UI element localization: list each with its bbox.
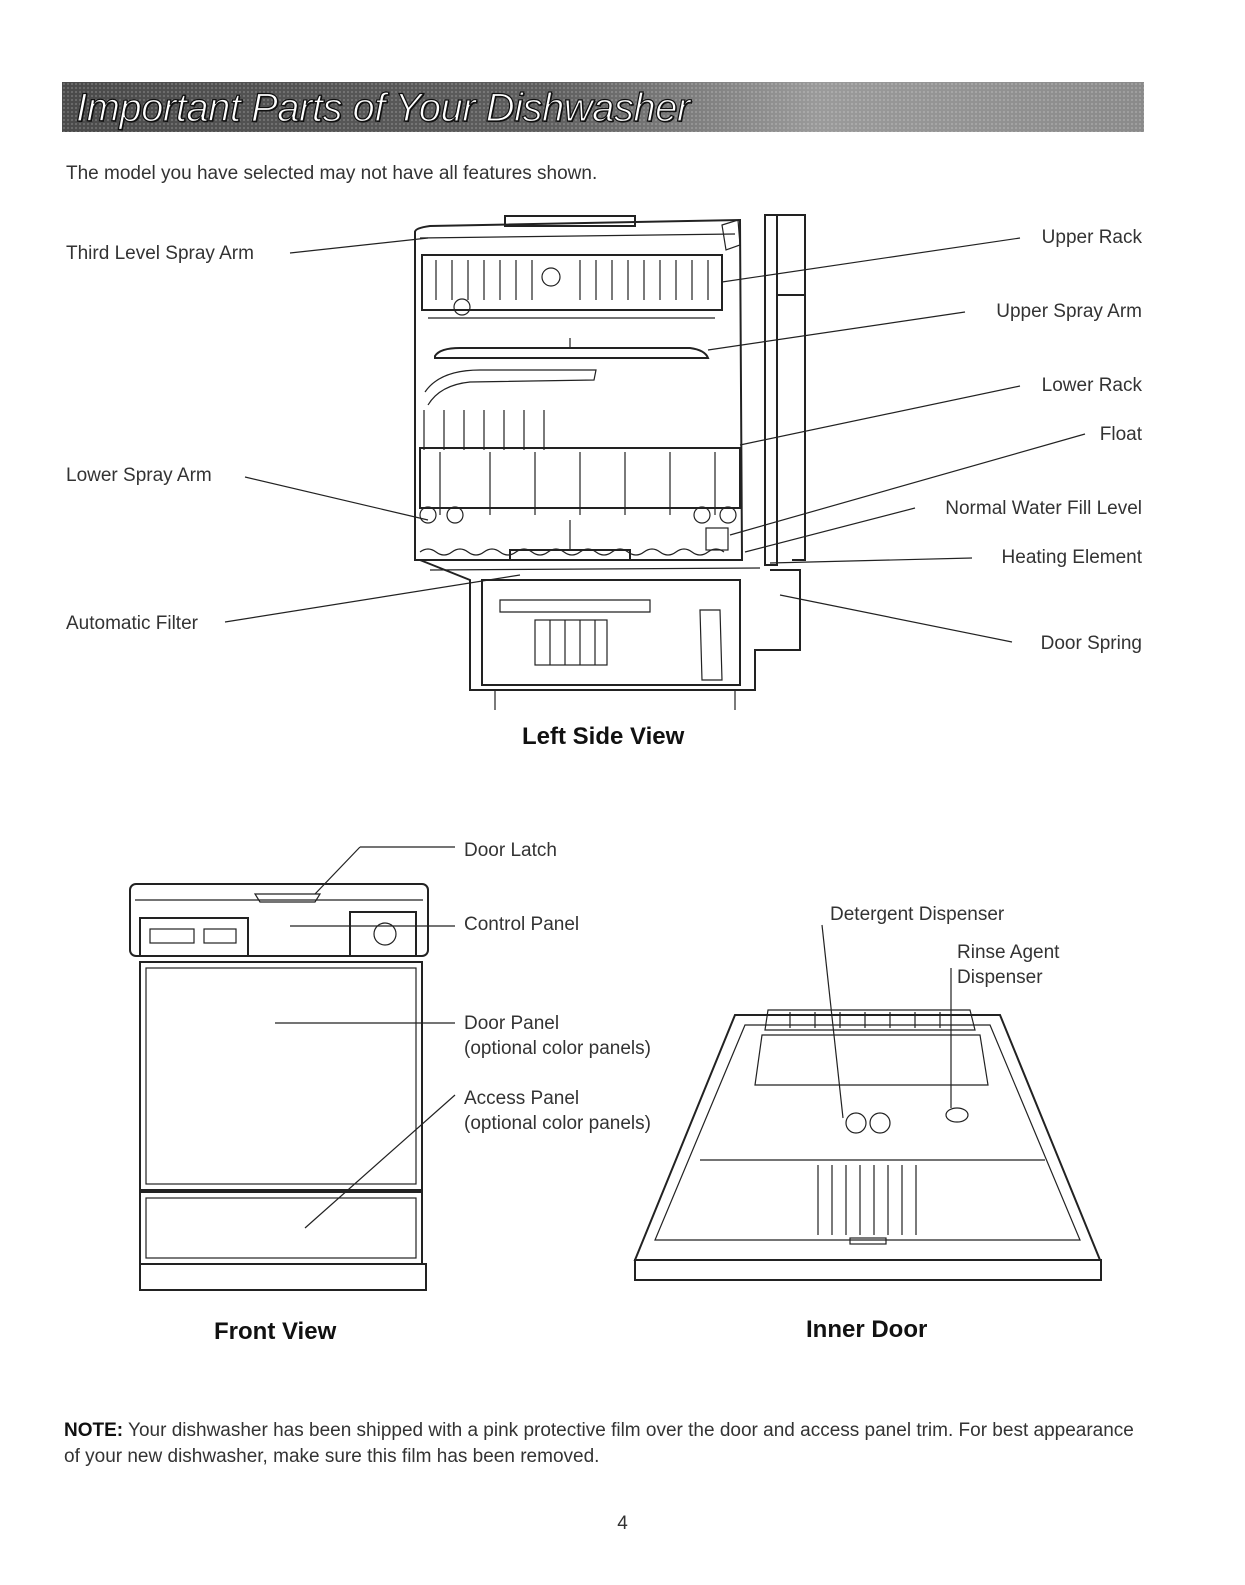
label-lower-spray-arm: Lower Spray Arm bbox=[66, 465, 212, 486]
label-door-spring: Door Spring bbox=[1040, 633, 1142, 654]
subtitle: The model you have selected may not have… bbox=[66, 163, 598, 184]
label-door-latch: Door Latch bbox=[464, 840, 557, 861]
label-rinse-agent-line1: Rinse Agent bbox=[957, 942, 1060, 963]
label-lower-rack: Lower Rack bbox=[1041, 375, 1142, 396]
label-upper-spray-arm: Upper Spray Arm bbox=[996, 301, 1142, 322]
left-side-view-drawing bbox=[224, 214, 1086, 710]
label-third-level-spray-arm: Third Level Spray Arm bbox=[66, 243, 254, 264]
label-access-panel-note: (optional color panels) bbox=[464, 1113, 651, 1134]
label-normal-water-fill-level: Normal Water Fill Level bbox=[945, 498, 1142, 519]
left-side-view-title: Left Side View bbox=[522, 723, 685, 750]
label-automatic-filter: Automatic Filter bbox=[66, 613, 198, 634]
label-float: Float bbox=[1099, 424, 1142, 445]
inner-door-drawing bbox=[633, 924, 1102, 1281]
note-text: Your dishwasher has been shipped with a … bbox=[64, 1420, 1134, 1467]
note-paragraph: NOTE: Your dishwasher has been shipped w… bbox=[64, 1418, 1144, 1470]
label-door-panel-note: (optional color panels) bbox=[464, 1038, 651, 1059]
label-rinse-agent-line2: Dispenser bbox=[957, 967, 1043, 988]
page-number: 4 bbox=[617, 1513, 628, 1534]
label-door-panel: Door Panel bbox=[464, 1013, 560, 1034]
label-detergent-dispenser: Detergent Dispenser bbox=[830, 904, 1005, 925]
header-banner: Important Parts of Your Dishwasher bbox=[62, 82, 1144, 132]
inner-door-title: Inner Door bbox=[806, 1316, 928, 1343]
label-heating-element: Heating Element bbox=[1001, 547, 1142, 568]
note-label: NOTE: bbox=[64, 1420, 124, 1441]
front-view-drawing bbox=[129, 846, 456, 1291]
label-upper-rack: Upper Rack bbox=[1041, 227, 1142, 248]
page-title: Important Parts of Your Dishwasher bbox=[75, 85, 690, 130]
label-control-panel: Control Panel bbox=[464, 914, 580, 935]
front-view-title: Front View bbox=[214, 1318, 337, 1345]
label-access-panel: Access Panel bbox=[464, 1088, 580, 1109]
